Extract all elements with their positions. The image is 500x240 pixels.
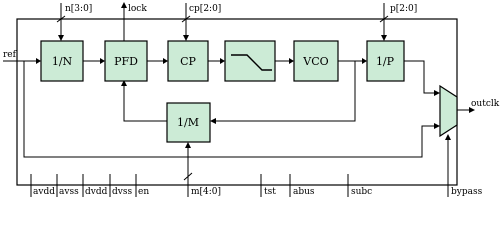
pin-n-label: n[3:0] [65, 4, 92, 14]
ref-label: ref [3, 50, 17, 60]
pin-m-label: m[4:0] [191, 187, 221, 197]
pin-avdd-label: avdd [33, 187, 55, 197]
block-cp: CP [167, 40, 209, 82]
block-vco-label: VCO [302, 55, 328, 68]
bottom-pin-ticks [30, 174, 349, 197]
block-div-n: 1/N [40, 40, 84, 82]
block-div-m: 1/M [166, 102, 211, 143]
pin-dvdd-label: dvdd [85, 187, 108, 197]
block-loop-filter [224, 40, 276, 82]
block-vco: VCO [293, 40, 339, 82]
block-div-m-label: 1/M [177, 116, 199, 129]
pin-subc-label: subc [351, 187, 372, 197]
pll-block-diagram: n[3:0] lock cp[2:0] p[2:0] [3, 2, 500, 197]
outclk-label: outclk [471, 99, 500, 109]
pin-en-label: en [138, 187, 149, 197]
signal-wires [3, 58, 475, 197]
pin-p-label: p[2:0] [390, 4, 417, 14]
output-mux [439, 84, 458, 138]
pin-tst-label: tst [264, 187, 276, 197]
bottom-pin-labels: avdd avss dvdd dvss en m[4:0] tst abus s… [33, 187, 483, 197]
block-pfd-label: PFD [114, 55, 138, 68]
pin-cp-label: cp[2:0] [189, 4, 221, 14]
pin-lock-label: lock [128, 4, 147, 14]
pin-p: p[2:0] [379, 3, 417, 41]
block-cp-label: CP [180, 55, 196, 68]
pin-abus-label: abus [293, 187, 315, 197]
pin-lock: lock [121, 2, 147, 41]
block-div-p: 1/P [366, 40, 405, 82]
lowpass-filter-icon [231, 54, 272, 71]
pin-cp: cp[2:0] [181, 3, 221, 41]
block-pfd: PFD [104, 40, 148, 82]
pin-m [183, 142, 193, 197]
pin-n: n[3:0] [56, 3, 92, 41]
pin-bypass-label: bypass [451, 187, 483, 197]
pin-avss-label: avss [59, 187, 79, 197]
block-div-p-label: 1/P [376, 55, 395, 68]
block-div-n-label: 1/N [52, 55, 73, 68]
pin-dvss-label: dvss [112, 187, 132, 197]
